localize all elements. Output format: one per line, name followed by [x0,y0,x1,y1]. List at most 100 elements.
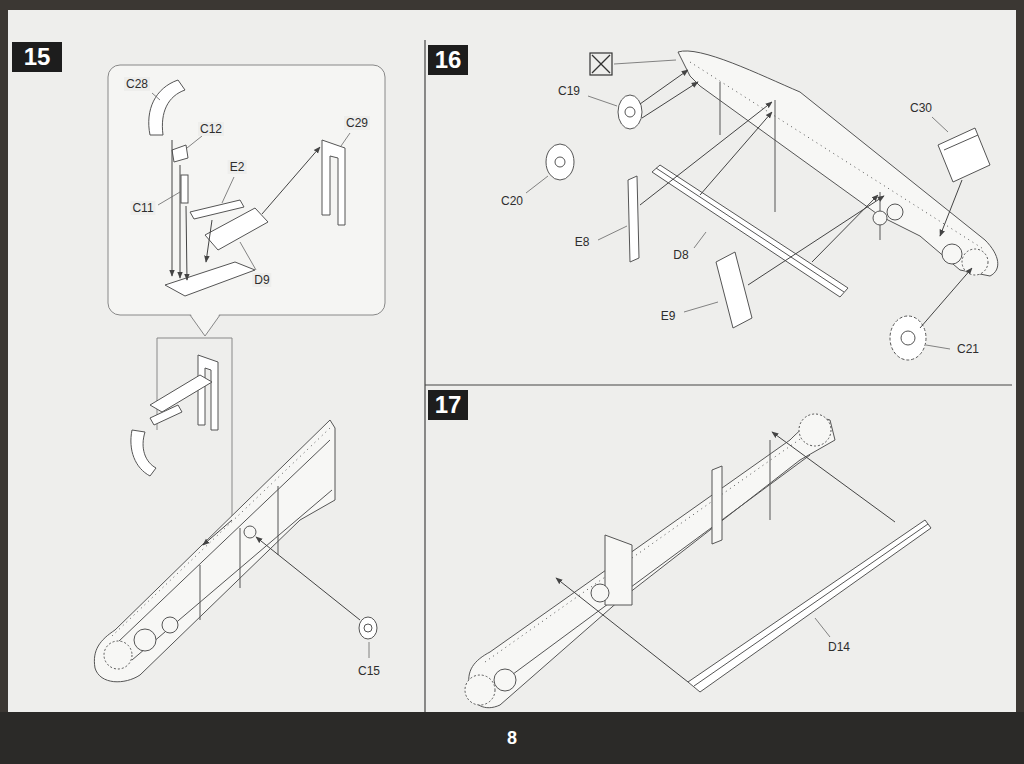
part-plate [652,165,848,297]
glue-symbol [592,55,610,73]
tank-hull [678,51,998,276]
part-label: D8 [671,248,690,262]
assembly-arrow [172,140,320,280]
tank-hull [720,82,721,135]
tank-hull [678,51,998,276]
assembly-arrow [772,432,895,522]
part-label: C28 [124,77,150,91]
tank-hull [494,669,516,691]
footer-bar [0,712,1024,764]
tank-hull [873,211,887,225]
tank-hull [118,440,330,642]
assembly-arrow [203,520,369,658]
step-number-box: 15 [12,42,62,72]
tank-hull [799,414,831,446]
inset-callout [190,313,220,336]
parts-exploded [205,208,268,250]
leader-line [694,232,706,248]
tank-hull [712,466,722,544]
assembly-arrow [256,537,360,620]
inset-callout [108,65,385,315]
assembly-arrow [614,60,972,328]
assembled-detail [131,430,156,476]
part-label: E9 [659,309,678,323]
tank-hull [244,526,256,538]
assembled-detail [150,375,212,412]
parts-exploded [322,140,345,225]
leader-line [588,96,617,106]
step-number: 17 [435,391,462,419]
assembly-arrow [815,618,830,637]
leader-line [932,117,948,132]
part-label: C30 [908,101,934,115]
tank-hull [94,420,335,682]
part-label: C21 [955,342,981,356]
part-wheel [364,624,372,632]
part-label: C15 [356,664,382,678]
part-wheel [359,617,377,639]
part-label: C19 [556,84,582,98]
tank-hull [94,420,335,682]
glue-symbol [592,55,610,73]
part-label: C11 [130,201,155,215]
part-plate [628,176,639,262]
part-wheel [359,617,377,639]
tank-hull [200,565,201,620]
tank-hull [132,490,332,660]
part-plate [716,252,752,328]
step-number-box: 16 [428,45,468,75]
tank-hull [465,675,495,705]
assembled-detail [131,338,232,520]
leader-line [526,96,950,349]
assembly-arrow [369,642,370,658]
tank-hull [942,244,962,264]
panel-divider [424,40,425,712]
part-rail [694,524,928,686]
inset-callout [190,315,220,336]
part-plate [938,128,990,182]
page-edge [0,0,1024,10]
part-rail [688,520,931,692]
parts-exploded [181,175,188,203]
part-wheel [546,95,926,360]
step-number: 15 [24,43,51,71]
leader-line [598,226,627,240]
part-label: D9 [252,273,271,287]
page-number: 8 [507,728,517,749]
parts-exploded [149,80,185,135]
assembly-arrow [203,520,232,545]
assembly-arrow [640,102,772,205]
leader-line [240,242,256,270]
part-plate [656,168,844,292]
assembly-arrow [180,165,181,278]
part-label: E2 [228,160,247,174]
assembly-arrow [556,432,895,682]
tank-hull [465,414,835,708]
part-plate [628,128,990,328]
part-label: C20 [499,194,525,208]
leader-line [926,345,950,349]
parts-exploded [165,262,255,296]
assembly-arrow [642,82,698,118]
tank-hull [775,100,776,212]
leader-line [222,177,234,203]
part-wheel [901,331,915,345]
tank-hull [278,486,279,555]
glue-symbol [590,53,612,75]
assembly-arrow [700,112,772,195]
leader-line [152,93,160,100]
assembly-arrow [748,196,884,285]
tank-hull [469,419,835,708]
glue-symbol [590,53,612,75]
parts-exploded [149,80,345,296]
part-wheel [555,157,565,167]
tank-hull [162,617,178,633]
part-label: C12 [198,122,224,136]
step-number-box: 17 [428,390,468,420]
leader-line [526,176,548,193]
assembly-arrow [812,195,878,262]
tank-hull [887,204,903,220]
page-sheet [8,10,1016,715]
part-wheel [625,107,635,117]
